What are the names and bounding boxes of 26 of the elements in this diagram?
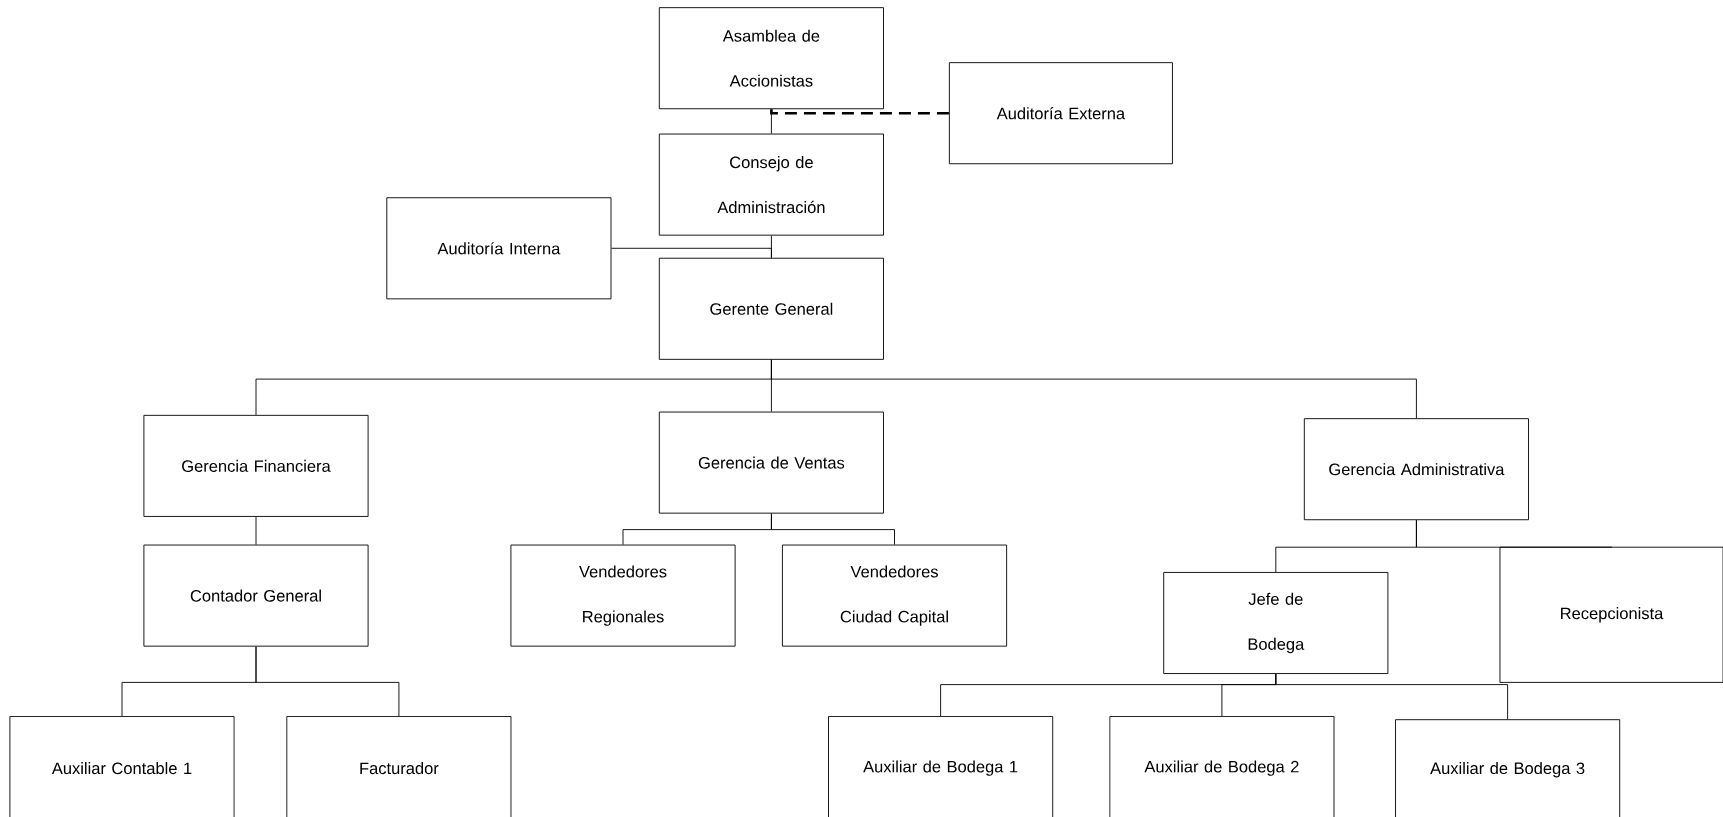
connector-line xyxy=(770,359,1417,419)
org-box: Auditoría Externa xyxy=(948,62,1173,165)
connector-line xyxy=(1415,519,1612,548)
org-box: Facturador xyxy=(286,716,512,817)
org-box: Contador General xyxy=(143,544,369,647)
org-box: Vendedores Ciudad Capital xyxy=(781,544,1008,647)
connector-line xyxy=(1275,673,1509,720)
org-box: Auditoría Interna xyxy=(386,197,612,300)
connector-line xyxy=(770,235,772,259)
org-box: Gerencia Financiera xyxy=(143,414,369,517)
org-box: Recepcionista xyxy=(1499,546,1723,683)
org-box: Gerencia Administrativa xyxy=(1303,418,1529,521)
connector-line xyxy=(255,646,400,717)
org-box: Auxiliar de Bodega 2 xyxy=(1109,716,1335,817)
org-box: Auxiliar de Bodega 1 xyxy=(828,716,1054,817)
org-box: Gerencia de Ventas xyxy=(658,411,884,514)
org-box: Asamblea de Accionistas xyxy=(658,7,884,110)
org-box: Consejo de Administración xyxy=(658,133,884,236)
org-box: Auxiliar de Bodega 3 xyxy=(1395,719,1621,817)
org-box: Auxiliar Contable 1 xyxy=(9,716,235,817)
connector-line xyxy=(770,513,895,546)
connector-line xyxy=(255,516,257,546)
connector-line xyxy=(770,109,949,115)
org-box: Vendedores Regionales xyxy=(510,544,736,647)
org-box: Gerente General xyxy=(658,257,884,360)
org-box: Jefe de Bodega xyxy=(1163,572,1389,674)
